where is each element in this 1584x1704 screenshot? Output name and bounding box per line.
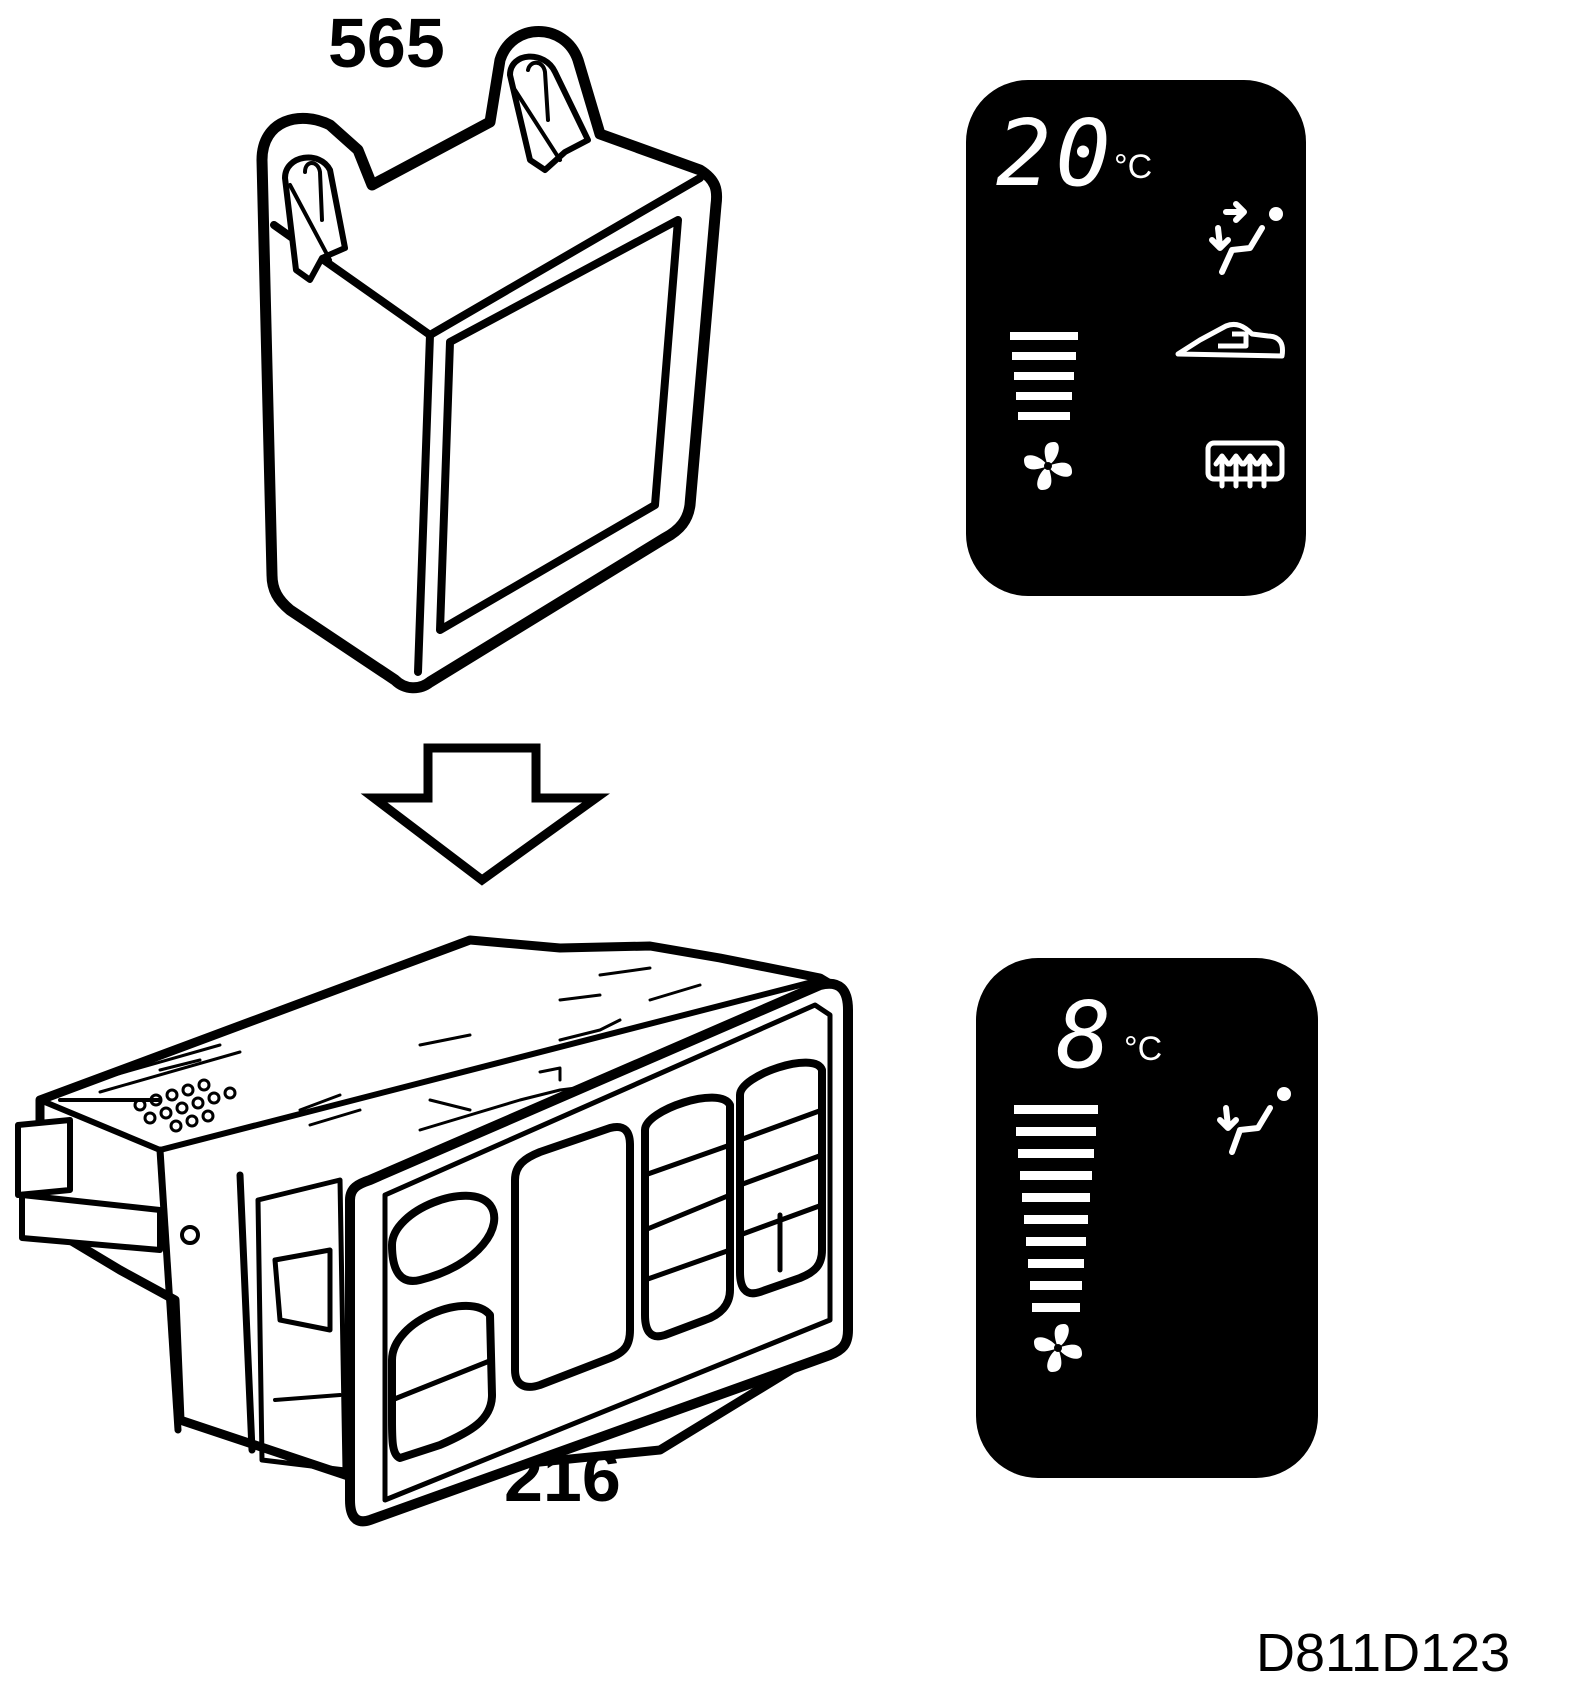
display-panel-top [966,80,1306,596]
temperature-readout-top: 20 [996,100,1115,207]
rear-defrost-icon [1205,440,1285,489]
display-panel-bottom [976,958,1318,1478]
recirculation-icon [1175,321,1285,359]
fan-icon [1024,442,1072,490]
module-565 [256,26,723,694]
airflow-seat-icon [1209,201,1283,275]
drawing-code: D811D123 [1256,1623,1511,1683]
temperature-readout-bottom: 8 [1056,982,1112,1089]
fan-icon [1034,1324,1082,1372]
part-label-565: 565 [328,4,445,82]
airflow-seat-icon [1217,1087,1291,1155]
control-unit-216 [15,935,853,1527]
fan-level-bars-bottom [1014,1105,1098,1312]
fan-level-bars-top [1010,332,1078,420]
temperature-unit-top: °C [1114,148,1153,186]
temperature-unit-bottom: °C [1124,1030,1163,1068]
down-arrow-icon [360,743,610,886]
